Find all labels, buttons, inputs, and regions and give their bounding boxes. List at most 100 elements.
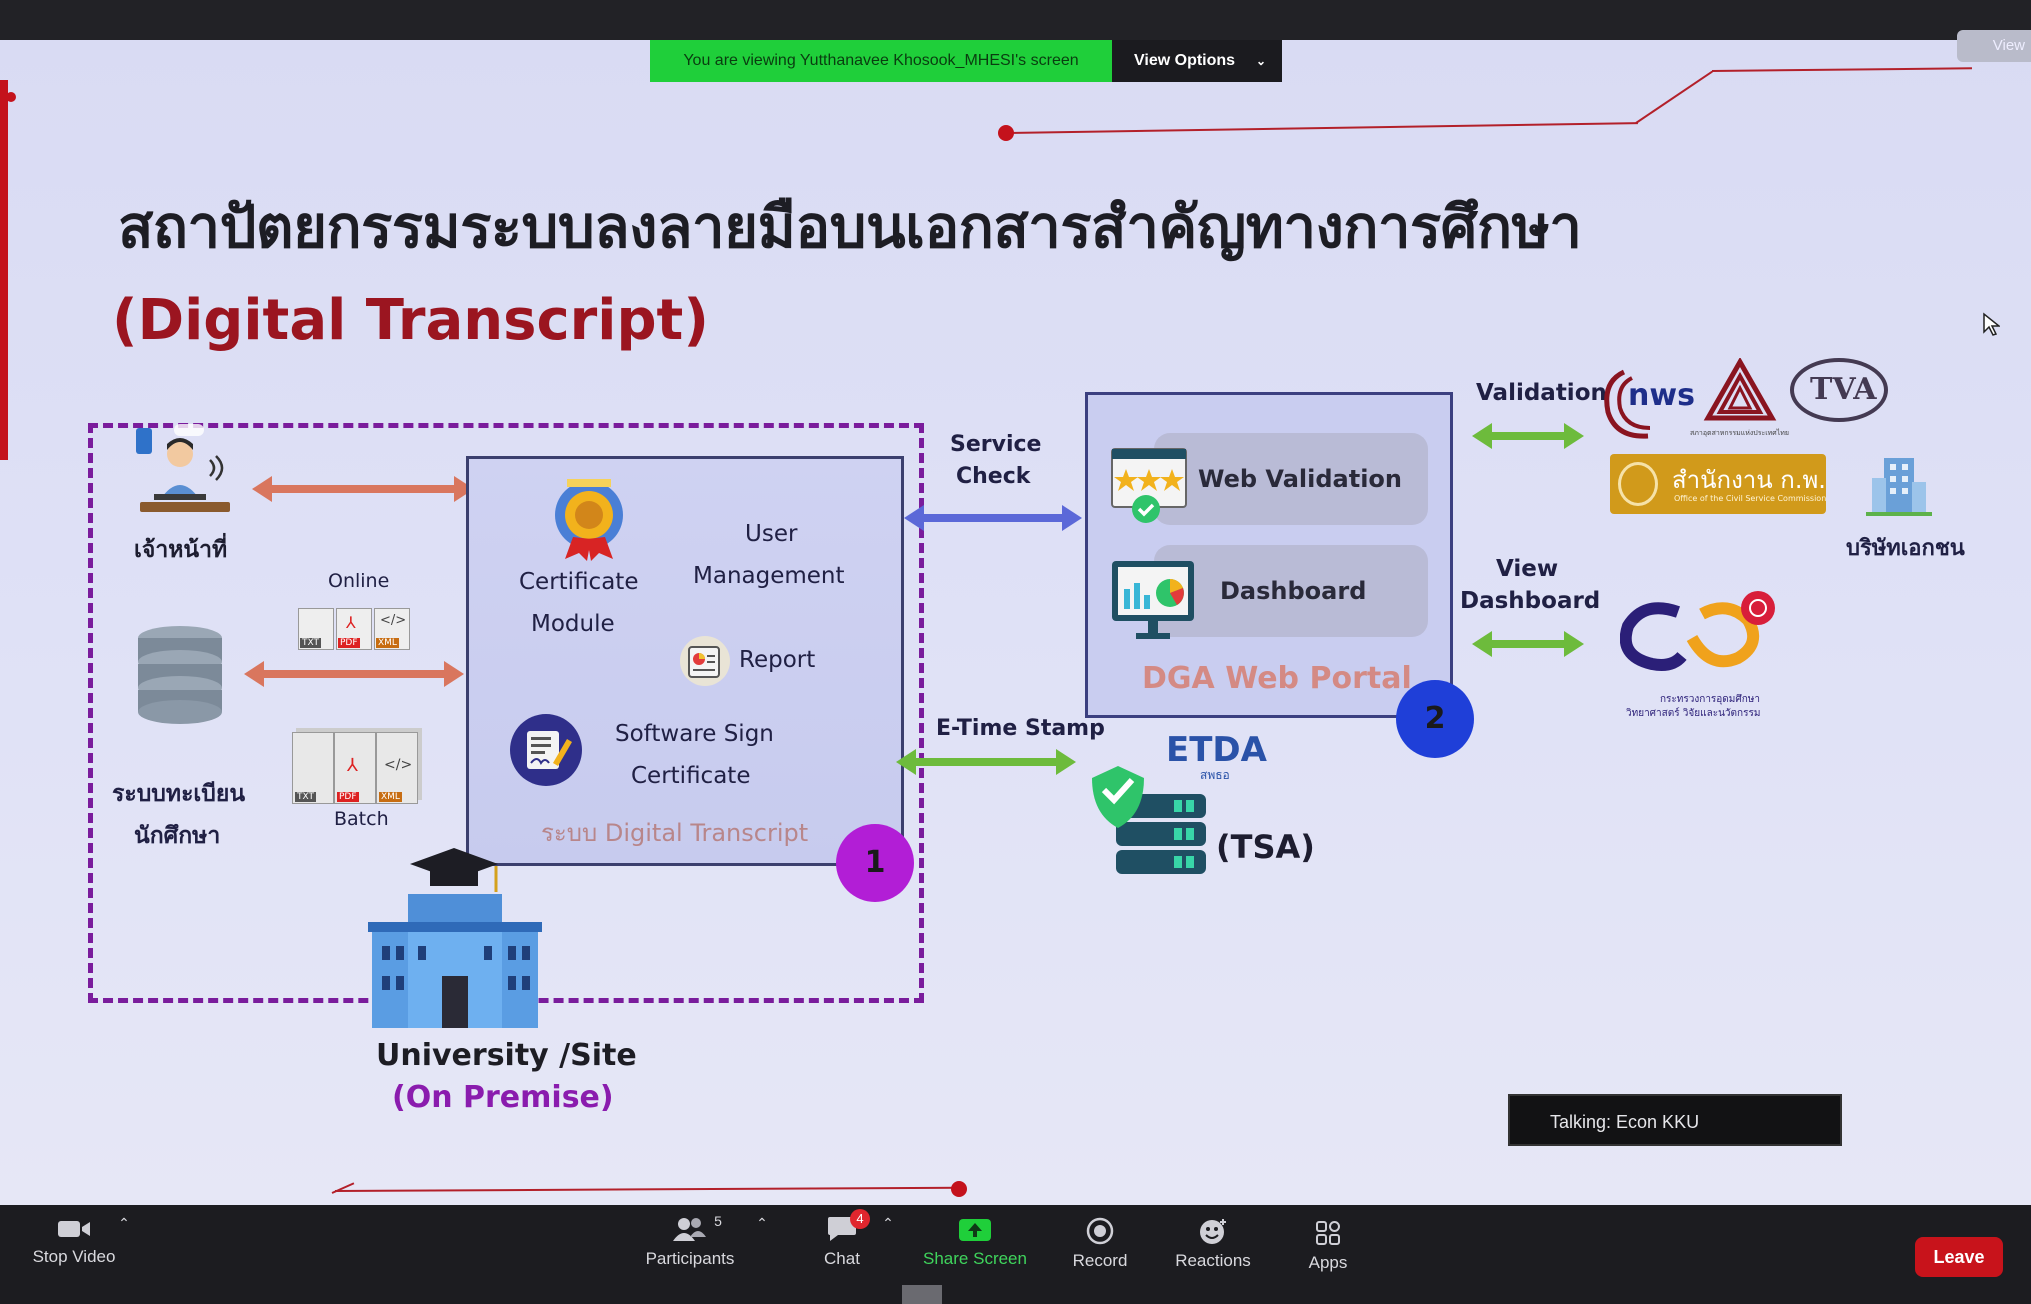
private-company-label: บริษัทเอกชน <box>1846 536 1965 561</box>
stop-video-label: Stop Video <box>32 1247 116 1266</box>
chat-button[interactable]: Chat <box>806 1215 878 1269</box>
decorative-dot <box>951 1181 967 1197</box>
online-label: Online <box>328 570 390 592</box>
ocsc-logo: สำนักงาน ก.พ. Office of the Civil Servic… <box>1610 454 1826 514</box>
reactions-button[interactable]: Reactions <box>1166 1217 1260 1271</box>
fti-logo-swirl-icon <box>1604 369 1651 439</box>
dashboard-monitor-icon <box>1112 561 1194 639</box>
video-camera-icon <box>58 1221 90 1237</box>
view-dashboard-arrow <box>1472 631 1584 657</box>
view-dashboard-line1: View <box>1496 556 1559 582</box>
service-check-line2: Check <box>956 464 1031 489</box>
certificate-module-line1: Certificate <box>519 569 639 595</box>
fti-logo: nws <box>1600 364 1695 440</box>
participants-label: Participants <box>645 1249 735 1268</box>
decorative-line <box>331 1182 355 1194</box>
university-site-label: University /Site <box>376 1038 637 1073</box>
toolbar-handle <box>902 1285 942 1304</box>
record-icon <box>1086 1217 1114 1245</box>
user-management-line1: User <box>745 521 798 547</box>
digital-transcript-system-name: ระบบ Digital Transcript <box>541 819 809 847</box>
university-building-icon <box>368 848 542 1028</box>
participants-count: 5 <box>714 1213 722 1229</box>
software-sign-line1: Software Sign <box>615 721 774 747</box>
software-sign-icon <box>510 714 582 786</box>
decorative-line <box>334 1186 959 1192</box>
software-sign-line2: Certificate <box>631 763 751 789</box>
decorative-dot <box>6 92 16 102</box>
share-screen-button[interactable]: Share Screen <box>916 1217 1034 1269</box>
web-validation-label: Web Validation <box>1198 465 1402 493</box>
slide-left-edge <box>0 80 8 460</box>
report-icon <box>680 636 730 686</box>
share-screen-label: Share Screen <box>923 1249 1027 1268</box>
leave-button[interactable]: Leave <box>1915 1237 2003 1277</box>
web-validation-icon <box>1111 448 1187 523</box>
web-validation-pill <box>1154 433 1428 525</box>
etda-logo-text: ETDA <box>1166 730 1267 770</box>
mouse-cursor-icon <box>1983 312 2000 336</box>
xml-file-stack-icon: </>XML <box>376 732 418 804</box>
fti-emblem-icon <box>1703 358 1777 421</box>
chat-options-caret[interactable]: ⌃ <box>882 1215 894 1231</box>
report-label: Report <box>739 647 816 673</box>
dashboard-pill <box>1154 545 1428 637</box>
chat-bubble-icon <box>828 1217 856 1241</box>
view-options-button[interactable]: View Options ⌄ <box>1112 40 1282 82</box>
record-button[interactable]: Record <box>1058 1217 1142 1271</box>
decorative-dot <box>998 125 1014 141</box>
stop-video-button[interactable]: Stop Video <box>24 1217 124 1267</box>
service-check-line1: Service <box>950 432 1042 457</box>
chevron-down-icon: ⌄ <box>1255 54 1266 68</box>
certificate-award-icon <box>555 479 623 561</box>
mhesi-sub-label-1: กระทรวงการอุดมศึกษา <box>1660 694 1760 705</box>
participants-options-caret[interactable]: ⌃ <box>756 1215 768 1231</box>
etda-logo-subtext: สพธอ <box>1200 768 1230 782</box>
apps-icon <box>1316 1221 1340 1245</box>
view-dashboard-line2: Dashboard <box>1460 588 1601 614</box>
pdf-file-stack-icon: ⅄PDF <box>334 732 376 804</box>
view-options-label: View Options <box>1134 52 1236 69</box>
fti-logo-text: nws <box>1628 378 1695 413</box>
dga-web-portal-name: DGA Web Portal <box>1142 661 1412 696</box>
service-check-arrow <box>904 505 1082 531</box>
apps-label: Apps <box>1308 1253 1348 1272</box>
online-file-icons: TXT ⅄PDF </>XML <box>298 608 412 650</box>
participants-button[interactable]: Participants <box>640 1215 740 1269</box>
txt-file-icon: TXT <box>298 608 334 650</box>
meeting-toolbar: Stop Video ⌃ Participants 5 ⌃ Chat 4 ⌃ S… <box>0 1205 2031 1304</box>
e-time-stamp-arrow <box>896 749 1076 775</box>
staff-icon <box>136 424 230 512</box>
tsa-server-shield-icon <box>1092 766 1206 874</box>
apps-button[interactable]: Apps <box>1294 1219 1362 1273</box>
video-options-caret[interactable]: ⌃ <box>118 1215 130 1231</box>
chat-label: Chat <box>824 1249 860 1268</box>
pdf-file-icon: ⅄PDF <box>336 608 372 650</box>
screen-share-banner: You are viewing Yutthanavee Khosook_MHES… <box>650 40 1112 82</box>
view-corner-button[interactable]: View <box>1957 30 2031 62</box>
share-screen-icon <box>959 1219 991 1241</box>
slide-title-english: (Digital Transcript) <box>112 288 709 353</box>
user-management-line2: Management <box>693 563 845 589</box>
registry-label-line1: ระบบทะเบียน <box>112 781 246 807</box>
certificate-module-line2: Module <box>531 611 615 637</box>
tva-logo-text: TVA <box>1810 372 1877 407</box>
registry-to-system-arrow <box>244 661 464 687</box>
txt-file-stack-icon: TXT <box>292 732 334 804</box>
mhesi-logo-icon <box>1620 591 1775 671</box>
digital-transcript-system-box: Certificate Module User Management Repor… <box>466 456 904 866</box>
tsa-label: (TSA) <box>1216 828 1315 866</box>
step-number-2: 2 <box>1396 680 1474 758</box>
dashboard-label: Dashboard <box>1220 577 1367 605</box>
decorative-line <box>1711 67 1972 72</box>
ocsc-emblem-icon <box>1618 462 1658 506</box>
batch-file-icons: TXT ⅄PDF </>XML <box>292 732 418 804</box>
dga-web-portal-box: Web Validation Dashboard DGA Web Portal <box>1085 392 1453 718</box>
on-premise-label: (On Premise) <box>392 1080 614 1115</box>
e-time-stamp-label: E-Time Stamp <box>936 716 1105 741</box>
ocsc-logo-text: สำนักงาน ก.พ. <box>1672 466 1826 494</box>
xml-file-icon: </>XML <box>374 608 410 650</box>
participants-icon <box>673 1218 706 1241</box>
reactions-label: Reactions <box>1175 1251 1251 1270</box>
validation-label: Validation <box>1476 380 1607 406</box>
